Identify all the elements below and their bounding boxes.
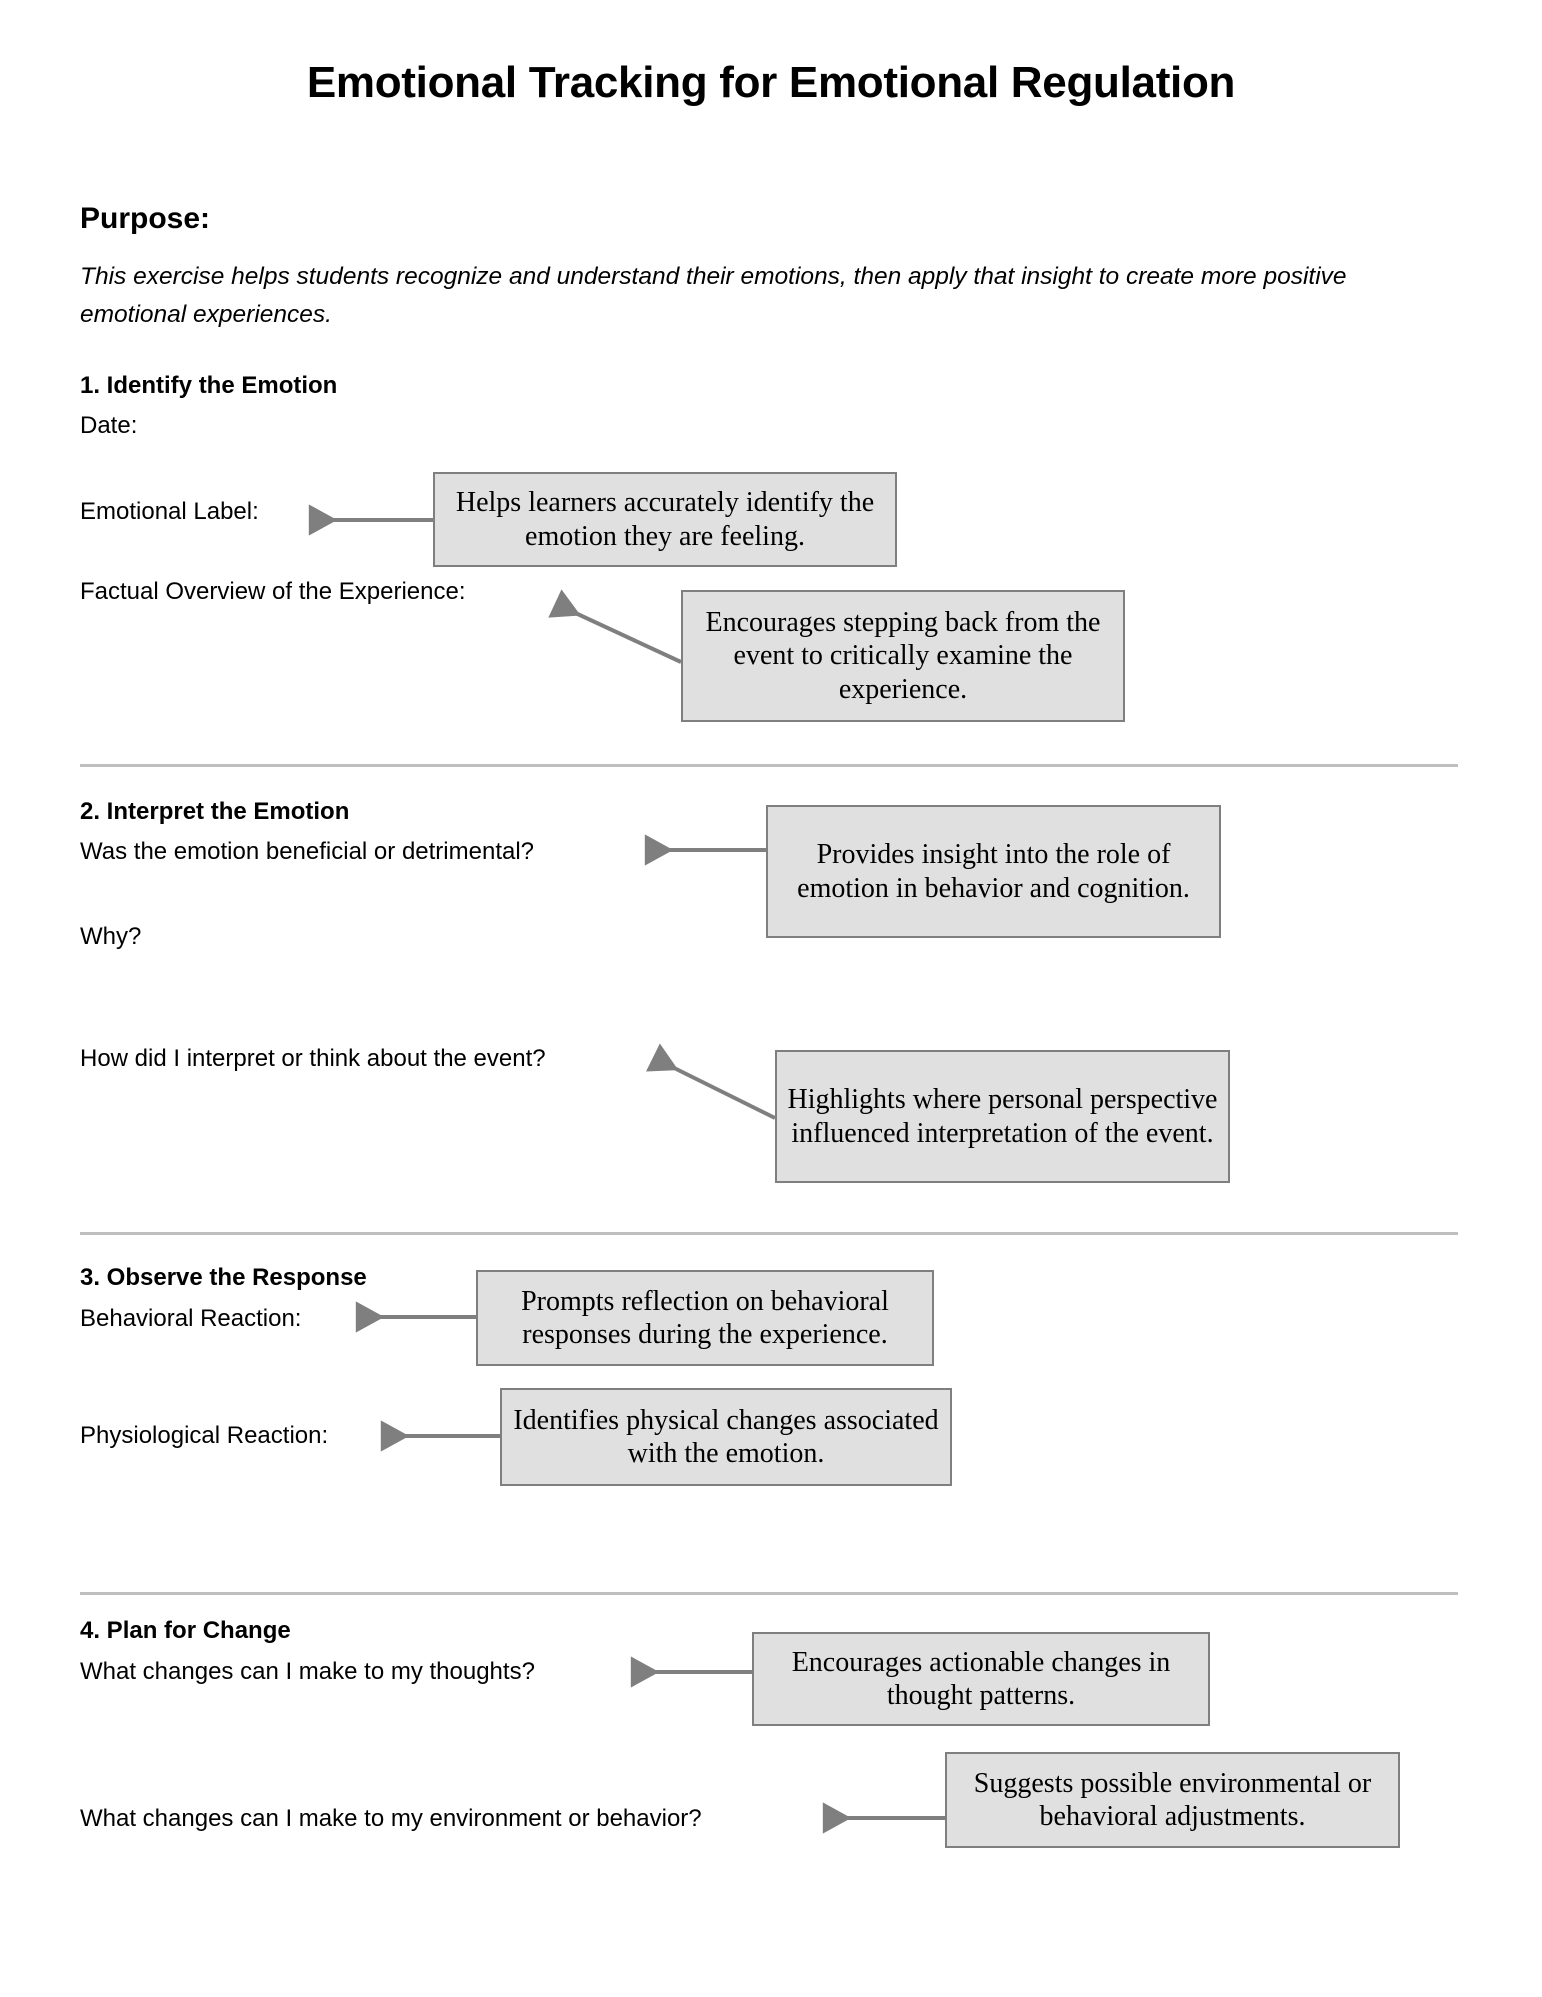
section-2-heading: 2. Interpret the Emotion [80, 798, 350, 825]
prompt-beneficial-or-detrimental: Was the emotion beneficial or detrimenta… [80, 838, 535, 865]
callout-actionable-changes: Encourages actionable changes in thought… [752, 1632, 1210, 1726]
callout-text: Provides insight into the role of emotio… [797, 839, 1190, 904]
callout-role-of-emotion: Provides insight into the role of emotio… [766, 805, 1221, 938]
purpose-heading: Purpose: [80, 202, 211, 235]
section-3-heading: 3. Observe the Response [80, 1264, 367, 1291]
section-divider-1 [80, 764, 1458, 767]
callout-text: Suggests possible environmental or behav… [973, 1767, 1372, 1832]
callout-text: Encourages actionable changes in thought… [791, 1646, 1171, 1711]
callout-environmental-adjustments: Suggests possible environmental or behav… [945, 1752, 1400, 1848]
page-title: Emotional Tracking for Emotional Regulat… [306, 58, 1236, 107]
arrow-to-factual-overview [548, 589, 682, 664]
purpose-text: This exercise helps students recognize a… [80, 263, 1347, 328]
prompt-changes-to-environment: What changes can I make to my environmen… [80, 1805, 702, 1832]
callout-text: Encourages stepping back from the event … [705, 607, 1101, 705]
section-4-heading: 4. Plan for Change [80, 1617, 291, 1644]
section-divider-3 [80, 1592, 1458, 1595]
section-divider-2 [80, 1232, 1458, 1235]
section-1-heading: 1. Identify the Emotion [80, 372, 338, 399]
prompt-how-did-i-interpret: How did I interpret or think about the e… [80, 1045, 546, 1072]
arrow-to-how-did-i-interpret [645, 1043, 776, 1120]
prompt-why: Why? [80, 923, 142, 950]
prompt-physiological-reaction: Physiological Reaction: [80, 1422, 329, 1449]
callout-text: Highlights where personal perspective in… [787, 1084, 1218, 1149]
callout-identify-emotion: Helps learners accurately identify the e… [433, 472, 897, 567]
callout-text: Helps learners accurately identify the e… [455, 487, 875, 552]
prompt-factual-overview: Factual Overview of the Experience: [80, 578, 466, 605]
callout-personal-perspective: Highlights where personal perspective in… [775, 1050, 1230, 1183]
callout-behavioral-responses: Prompts reflection on behavioral respons… [476, 1270, 934, 1366]
callout-physical-changes: Identifies physical changes associated w… [500, 1388, 952, 1486]
prompt-emotional-label: Emotional Label: [80, 498, 259, 525]
prompt-changes-to-thoughts: What changes can I make to my thoughts? [80, 1658, 535, 1685]
prompt-behavioral-reaction: Behavioral Reaction: [80, 1305, 302, 1332]
callout-text: Identifies physical changes associated w… [513, 1404, 939, 1469]
prompt-date: Date: [80, 412, 138, 439]
callout-factual-overview: Encourages stepping back from the event … [681, 590, 1125, 722]
callout-text: Prompts reflection on behavioral respons… [521, 1285, 889, 1350]
